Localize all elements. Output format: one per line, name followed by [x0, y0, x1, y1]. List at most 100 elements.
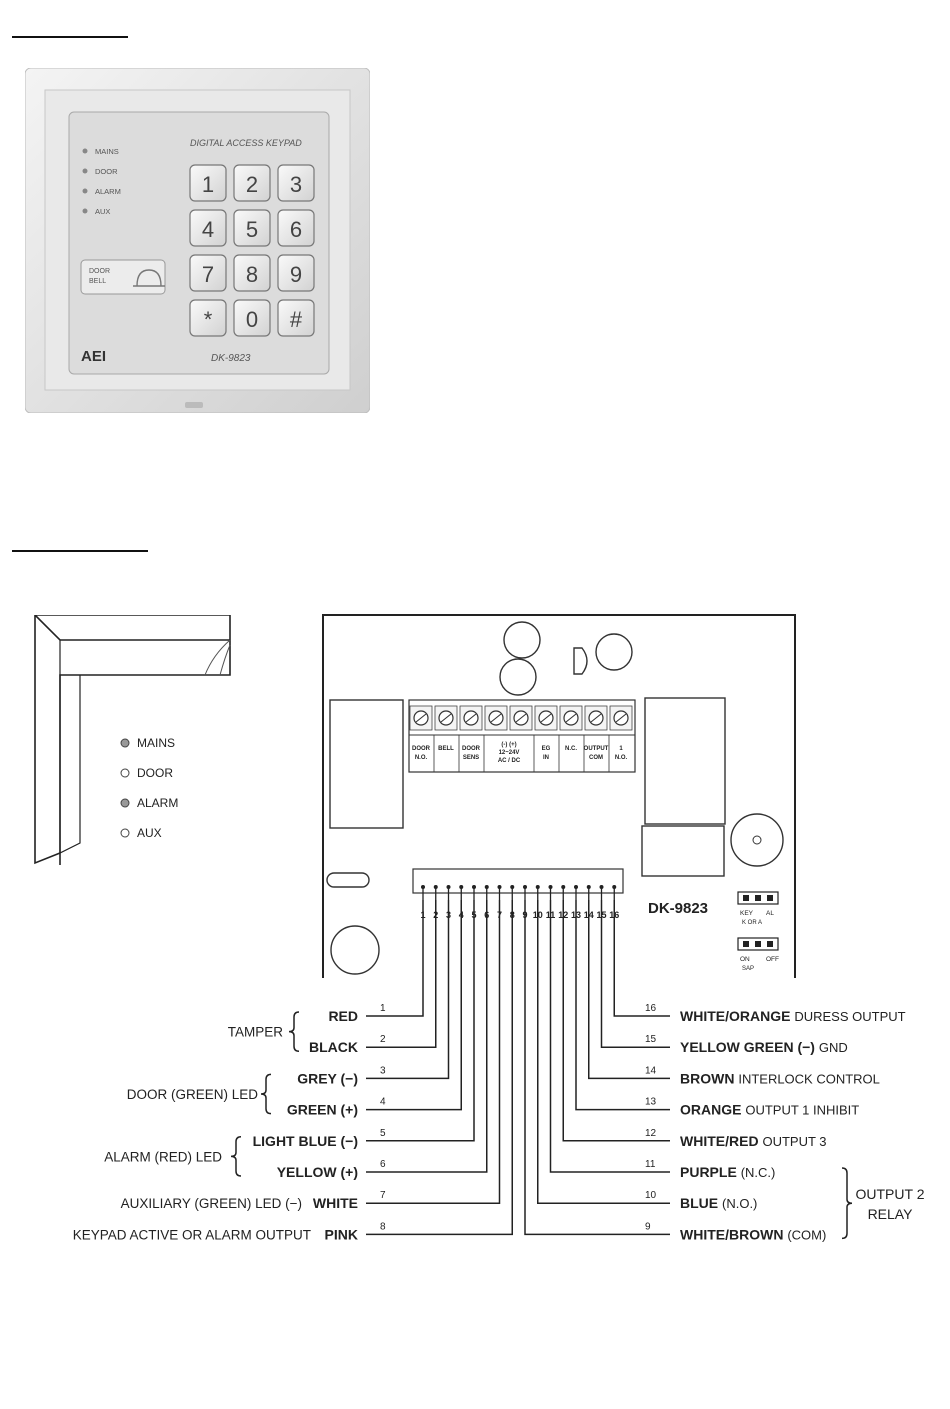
wire-number: 14 — [645, 1065, 657, 1076]
wiring-diagram: DOOR N.O. BELL DOOR SENS (-) (+) 12~24V AC / DC… — [73, 614, 925, 1242]
circuit-board: DOOR N.O. BELL DOOR SENS (-) (+) 12~24V AC / DC… — [322, 614, 796, 978]
key-button[interactable]: 5 — [233, 209, 271, 247]
terminal-label: 12~24V — [499, 750, 520, 756]
brace-icon — [288, 1011, 300, 1052]
wire-number: 6 — [380, 1159, 386, 1170]
led-indicator-label: AUX — [137, 826, 162, 840]
jumper-sub-label: SAP — [742, 966, 754, 972]
wire-number: 2 — [380, 1034, 386, 1045]
wire-number: 9 — [645, 1221, 651, 1232]
key-button[interactable]: * — [189, 299, 227, 337]
brace-icon — [230, 1136, 242, 1177]
terminal-label: SENS — [463, 755, 479, 761]
terminal-label: DOOR — [462, 746, 481, 752]
wire-number: 10 — [645, 1190, 657, 1201]
keypad-model: DK-9823 — [211, 353, 251, 364]
led-indicator-label: ALARM — [137, 796, 178, 810]
wire-number: 11 — [645, 1159, 656, 1170]
group-label: DOOR (GREEN) LED — [127, 1087, 259, 1102]
jumper-sub-label: K OR A — [742, 920, 762, 926]
terminal-label: 1 — [619, 746, 623, 752]
wire-description: PURPLE (N.C.) — [680, 1164, 775, 1180]
wire-number: 1 — [380, 1003, 386, 1014]
jumper-label: OFF — [766, 956, 779, 963]
output2-relay-label: OUTPUT 2 — [856, 1186, 925, 1202]
led-indicator-icon — [120, 768, 130, 778]
output2-relay-label: RELAY — [868, 1206, 914, 1222]
wire-color-label: GREY (−) — [297, 1070, 358, 1086]
terminal-label: IN — [543, 755, 549, 761]
led-indicator-label: DOOR — [137, 766, 173, 780]
key-button[interactable]: 2 — [233, 164, 271, 202]
terminal-label: DOOR — [412, 746, 431, 752]
key-button[interactable]: 8 — [233, 254, 271, 292]
terminal-label: (-) (+) — [501, 742, 516, 748]
key-button[interactable]: 0 — [233, 299, 271, 337]
wire-description: WHITE/RED OUTPUT 3 — [680, 1133, 827, 1149]
key-button[interactable]: 9 — [277, 254, 315, 292]
led-indicator-icon — [120, 738, 130, 748]
key-label: 7 — [202, 262, 214, 287]
terminal-label: N.O. — [615, 755, 628, 761]
keypad-led-label: ALARM — [95, 187, 121, 196]
led-indicator-icon — [120, 828, 130, 838]
wire-color-label: PINK — [325, 1226, 358, 1242]
keypad-title: DIGITAL ACCESS KEYPAD — [190, 138, 302, 148]
wire-number: 12 — [645, 1128, 657, 1139]
wire-number: 4 — [380, 1097, 386, 1108]
key-label: * — [204, 307, 213, 332]
key-label: 6 — [290, 217, 302, 242]
key-button[interactable]: 6 — [277, 209, 315, 247]
wire-color-label: YELLOW (+) — [277, 1164, 358, 1180]
key-label: # — [290, 307, 303, 332]
brace-icon — [260, 1073, 272, 1115]
keypad-led-label: MAINS — [95, 147, 119, 156]
keypad-led-icon — [82, 168, 88, 174]
terminal-label: BELL — [438, 746, 454, 752]
jumper-label: ON — [740, 956, 750, 963]
wire-color-label: GREEN (+) — [287, 1102, 358, 1118]
wire-number: 16 — [645, 1003, 657, 1014]
key-button[interactable]: 4 — [189, 209, 227, 247]
key-label: 4 — [202, 217, 214, 242]
key-label: 8 — [246, 262, 258, 287]
key-label: 2 — [246, 172, 258, 197]
key-button[interactable]: # — [277, 299, 315, 337]
section-1-heading-rule — [12, 36, 128, 38]
doorbell-label-bottom: BELL — [89, 278, 106, 285]
key-label: 9 — [290, 262, 302, 287]
terminal-label: EG — [542, 746, 551, 752]
section-2-heading-rule — [12, 550, 148, 552]
key-button[interactable]: 3 — [277, 164, 315, 202]
doorbell-label-top: DOOR — [89, 268, 110, 275]
wire-description: YELLOW GREEN (−) GND — [680, 1039, 848, 1055]
key-label: 0 — [246, 307, 258, 332]
wire-description: WHITE/ORANGE DURESS OUTPUT — [680, 1008, 906, 1024]
key-button[interactable]: 7 — [189, 254, 227, 292]
brand-logo: AEI — [81, 348, 106, 365]
wire-description: WHITE/BROWN (COM) — [680, 1226, 826, 1242]
wire-number: 8 — [380, 1221, 386, 1232]
wire-color-label: WHITE — [313, 1195, 358, 1211]
group-label: ALARM (RED) LED — [104, 1149, 222, 1164]
terminal-label: N.C. — [565, 746, 577, 752]
key-label: 3 — [290, 172, 302, 197]
board-model-label: DK-9823 — [648, 900, 708, 917]
wire-description: ORANGE OUTPUT 1 INHIBIT — [680, 1102, 859, 1118]
key-label: 5 — [246, 217, 258, 242]
key-label: 1 — [202, 172, 214, 197]
doorbell-button[interactable]: DOOR BELL — [80, 259, 166, 295]
key-button[interactable]: 1 — [189, 164, 227, 202]
jumper-label: KEY — [740, 910, 754, 917]
group-label: KEYPAD ACTIVE OR ALARM OUTPUT — [73, 1227, 311, 1242]
wire-number: 7 — [380, 1190, 386, 1201]
led-panel-illustration: MAINS DOOR ALARM AUX — [34, 615, 231, 865]
keypad-led-label: DOOR — [95, 167, 118, 176]
wire-color-label: LIGHT BLUE (−) — [253, 1133, 358, 1149]
terminal-label: AC / DC — [498, 758, 521, 764]
bell-icon — [133, 269, 165, 287]
led-indicator-label: MAINS — [137, 736, 175, 750]
keypad-illustration: DIGITAL ACCESS KEYPAD MAINSDOORALARMAUX … — [25, 68, 370, 413]
wire-color-label: RED — [328, 1008, 358, 1024]
